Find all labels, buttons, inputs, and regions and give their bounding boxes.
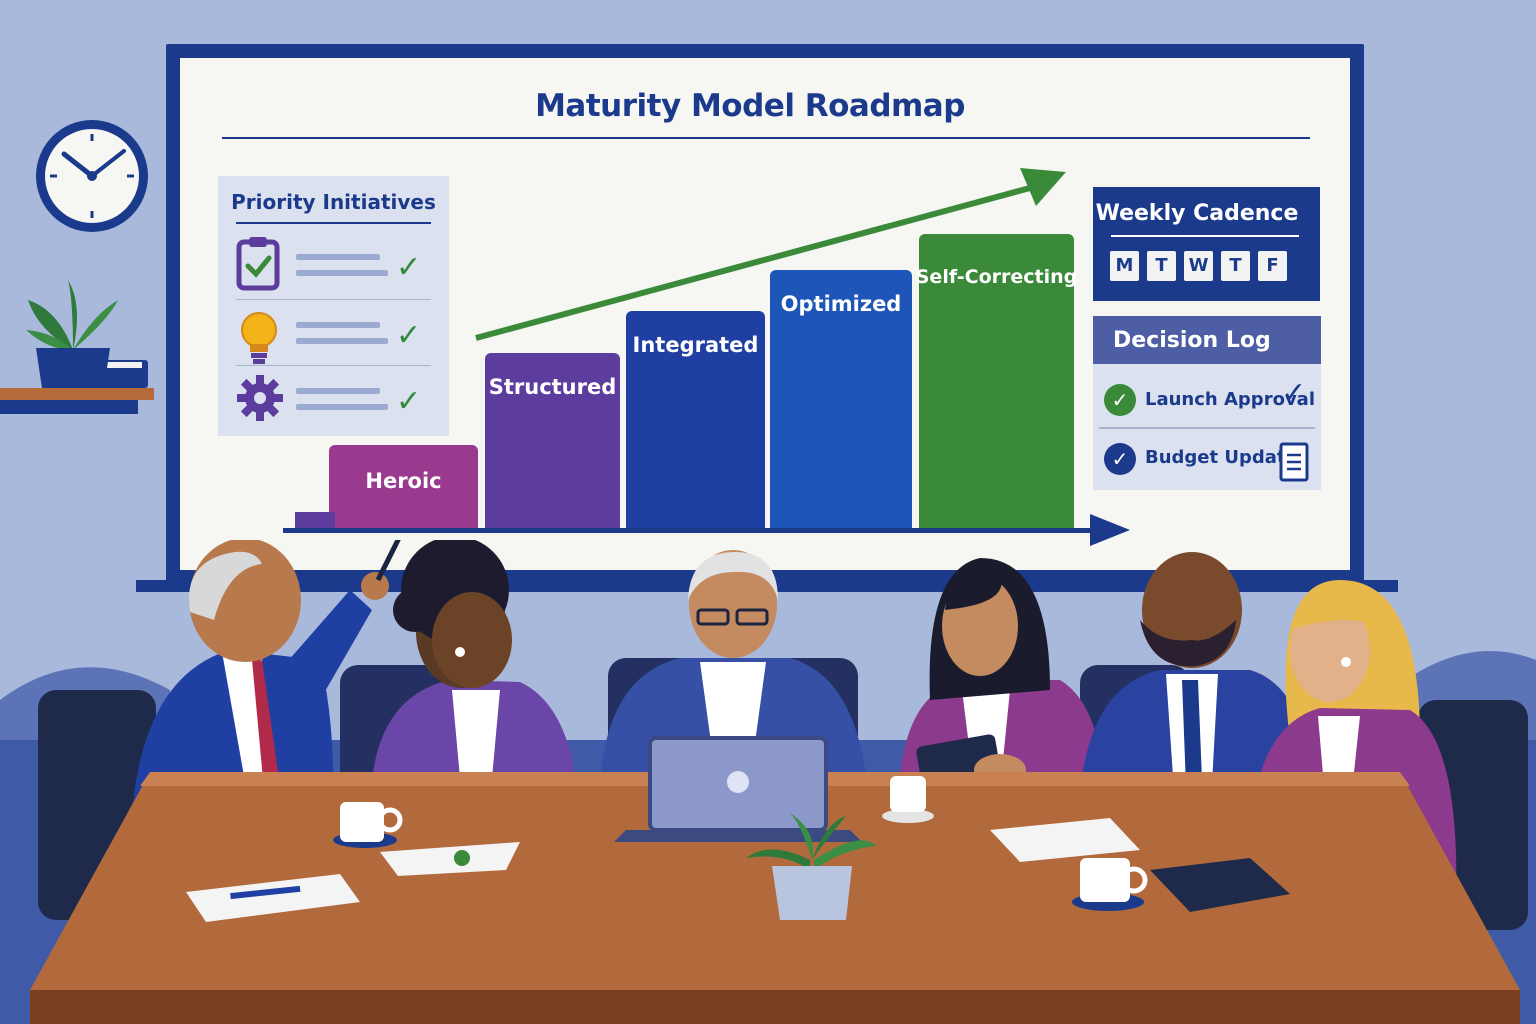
roadmap-baseline [283, 528, 1105, 533]
cadence-title: Weekly Cadence [1095, 201, 1299, 226]
check-icon: ✓ [396, 318, 422, 353]
report-paper-left [186, 874, 360, 922]
day-thursday: T [1221, 251, 1250, 281]
table-plant [746, 812, 876, 920]
initiative-line [296, 322, 380, 328]
checkmark-icon: ✓ [1281, 376, 1307, 411]
day-friday: F [1258, 251, 1287, 281]
decision-item-label: Budget Update [1145, 447, 1298, 468]
person-woman-tablet [898, 558, 1106, 840]
priority-initiatives-panel: Priority Initiatives ✓ ✓ ✓ [218, 176, 449, 436]
stage-integrated: Integrated [626, 311, 765, 529]
gear-icon [237, 375, 283, 421]
priority-separator [236, 299, 431, 300]
notebook-right [990, 818, 1290, 912]
stage-label: Integrated [632, 333, 759, 357]
cadence-rule [1111, 235, 1299, 237]
stage-label: Self-Correcting [915, 266, 1078, 288]
coffee-cup-right [1072, 858, 1148, 911]
approved-check-icon: ✓ [1104, 443, 1136, 475]
check-icon: ✓ [396, 384, 422, 419]
document-icon [1279, 442, 1309, 482]
laptop [614, 736, 862, 842]
initiative-line [296, 338, 388, 344]
decision-separator [1099, 427, 1315, 429]
report-paper-center [380, 842, 520, 876]
weekly-cadence-panel: Weekly Cadence M T W T F [1093, 187, 1320, 301]
board-title: Maturity Model Roadmap [535, 88, 965, 124]
stage-optimized: Optimized [770, 270, 912, 529]
day-wednesday: W [1184, 251, 1213, 281]
priority-panel-title: Priority Initiatives [231, 190, 436, 214]
baseline-arrowhead [1090, 514, 1130, 546]
stage-label: Heroic [365, 469, 442, 493]
check-icon: ✓ [396, 250, 422, 285]
decision-log-title: Decision Log [1113, 328, 1271, 353]
lightbulb-icon [241, 312, 277, 364]
priority-panel-rule [236, 222, 431, 224]
decision-log-panel: Decision Log ✓ Launch Approval ✓ ✓ Budge… [1093, 316, 1321, 490]
stage-heroic-base [295, 512, 335, 529]
stage-label: Optimized [780, 292, 902, 316]
approved-check-icon: ✓ [1104, 384, 1136, 416]
clipboard-check-icon [236, 237, 280, 291]
stage-label: Structured [488, 375, 617, 399]
day-monday: M [1110, 251, 1139, 281]
clock-icon [36, 120, 148, 232]
coffee-cup-left [333, 802, 403, 848]
potted-plant-icon [26, 280, 118, 388]
coffee-cup-center [882, 776, 934, 823]
stage-heroic: Heroic [329, 445, 478, 529]
priority-separator [236, 365, 431, 366]
decision-item-label: Launch Approval [1145, 389, 1315, 410]
stage-structured: Structured [485, 353, 620, 529]
title-underline [222, 137, 1310, 139]
initiative-line [296, 270, 388, 276]
meeting-people-and-table [30, 540, 1528, 1024]
day-tuesday: T [1147, 251, 1176, 281]
initiative-line [296, 254, 380, 260]
initiative-line [296, 404, 388, 410]
initiative-line [296, 388, 380, 394]
stage-self-correcting: Self-Correcting [916, 234, 1077, 529]
growth-arrow [475, 168, 1066, 341]
decision-log-header: Decision Log [1093, 316, 1321, 364]
